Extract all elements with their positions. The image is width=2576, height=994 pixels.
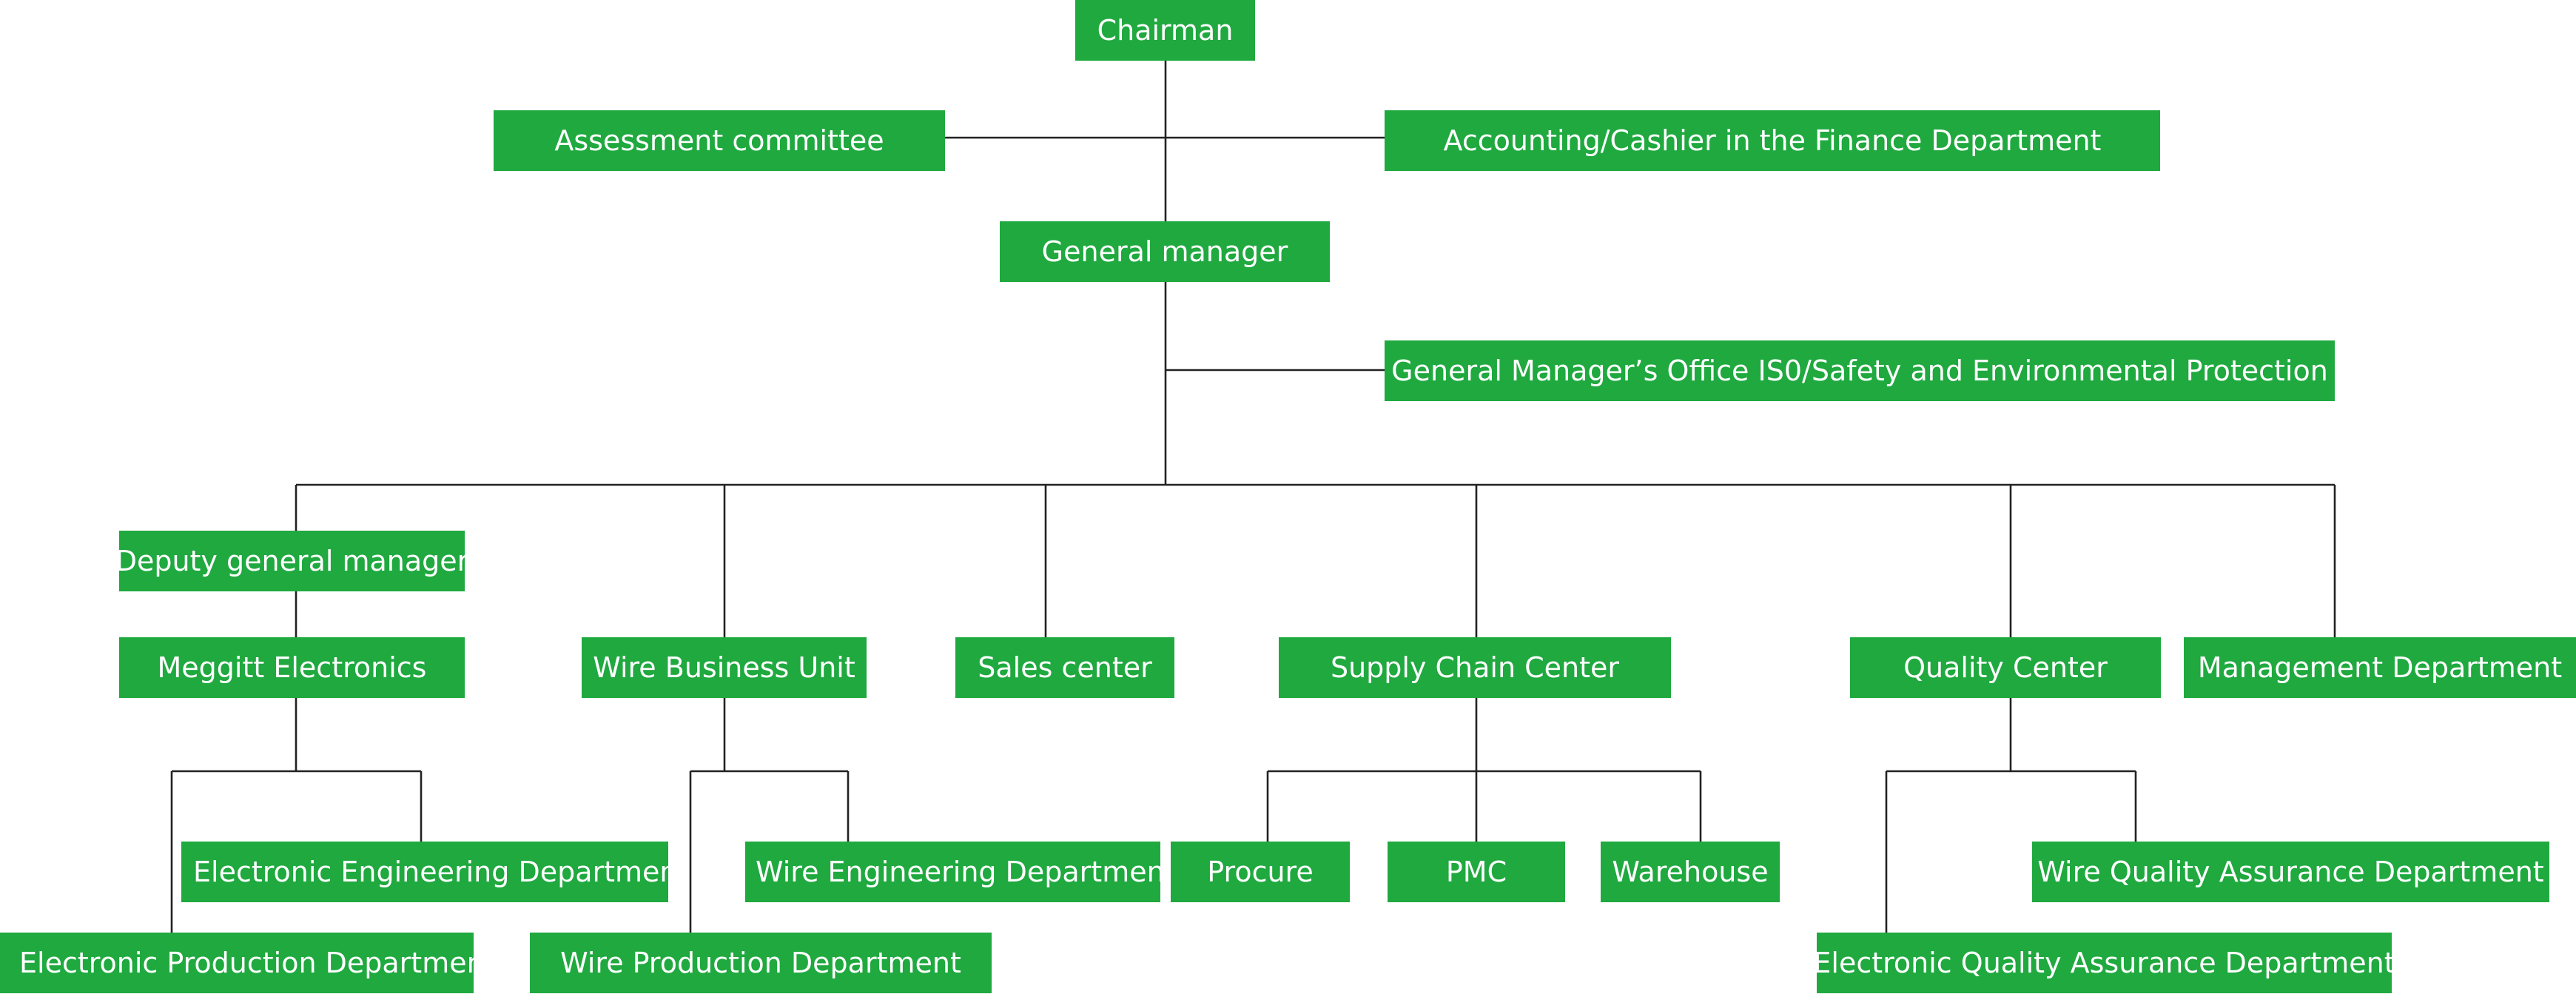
- node-label: Deputy general manager: [119, 545, 465, 577]
- node-wire-engineering: Wire Engineering Department: [745, 842, 1160, 902]
- node-label: Wire Business Unit: [593, 651, 855, 684]
- node-label: General Manager’s Office IS0/Safety and …: [1391, 355, 2328, 387]
- node-label: PMC: [1445, 856, 1507, 888]
- node-wire-qa: Wire Quality Assurance Department: [2032, 842, 2549, 902]
- node-label: Electronic Quality Assurance Department: [1817, 947, 2392, 979]
- node-quality-center: Quality Center: [1850, 637, 2161, 698]
- node-label: Meggitt Electronics: [157, 651, 427, 684]
- node-procure: Procure: [1171, 842, 1350, 902]
- node-electronic-engineering: Electronic Engineering Department: [181, 842, 668, 902]
- node-label: Electronic Engineering Department: [193, 856, 668, 888]
- node-label: Management Department: [2197, 651, 2563, 684]
- node-label: General manager: [1041, 235, 1288, 268]
- node-chairman: Chairman: [1075, 0, 1255, 61]
- node-supply-chain-center: Supply Chain Center: [1279, 637, 1671, 698]
- node-label: Supply Chain Center: [1330, 651, 1620, 684]
- node-label: Warehouse: [1612, 856, 1769, 888]
- node-label: Wire Engineering Department: [756, 856, 1160, 888]
- node-warehouse: Warehouse: [1601, 842, 1780, 902]
- node-wire-production: Wire Production Department: [530, 933, 992, 993]
- node-deputy-gm: Deputy general manager: [119, 531, 465, 591]
- node-electronic-production: Electronic Production Departmen: [0, 933, 474, 993]
- node-label: Electronic Production Departmen: [19, 947, 474, 979]
- node-wire-business-unit: Wire Business Unit: [582, 637, 867, 698]
- node-label: Accounting/Cashier in the Finance Depart…: [1443, 124, 2102, 157]
- node-label: Chairman: [1097, 14, 1234, 47]
- node-sales-center: Sales center: [955, 637, 1174, 698]
- node-management-department: Management Department: [2184, 637, 2576, 698]
- node-general-manager: General manager: [1000, 221, 1330, 282]
- node-label: Procure: [1207, 856, 1314, 888]
- node-gm-office: General Manager’s Office IS0/Safety and …: [1385, 340, 2335, 401]
- node-assessment-committee: Assessment committee: [494, 110, 945, 171]
- node-electronic-qa: Electronic Quality Assurance Department: [1817, 933, 2392, 993]
- node-meggitt-electronics: Meggitt Electronics: [119, 637, 465, 698]
- node-label: Assessment committee: [554, 124, 884, 157]
- node-label: Wire Production Department: [560, 947, 961, 979]
- node-label: Wire Quality Assurance Department: [2037, 856, 2544, 888]
- node-pmc: PMC: [1388, 842, 1565, 902]
- node-label: Sales center: [978, 651, 1152, 684]
- node-label: Quality Center: [1903, 651, 2108, 684]
- node-accounting-cashier: Accounting/Cashier in the Finance Depart…: [1385, 110, 2160, 171]
